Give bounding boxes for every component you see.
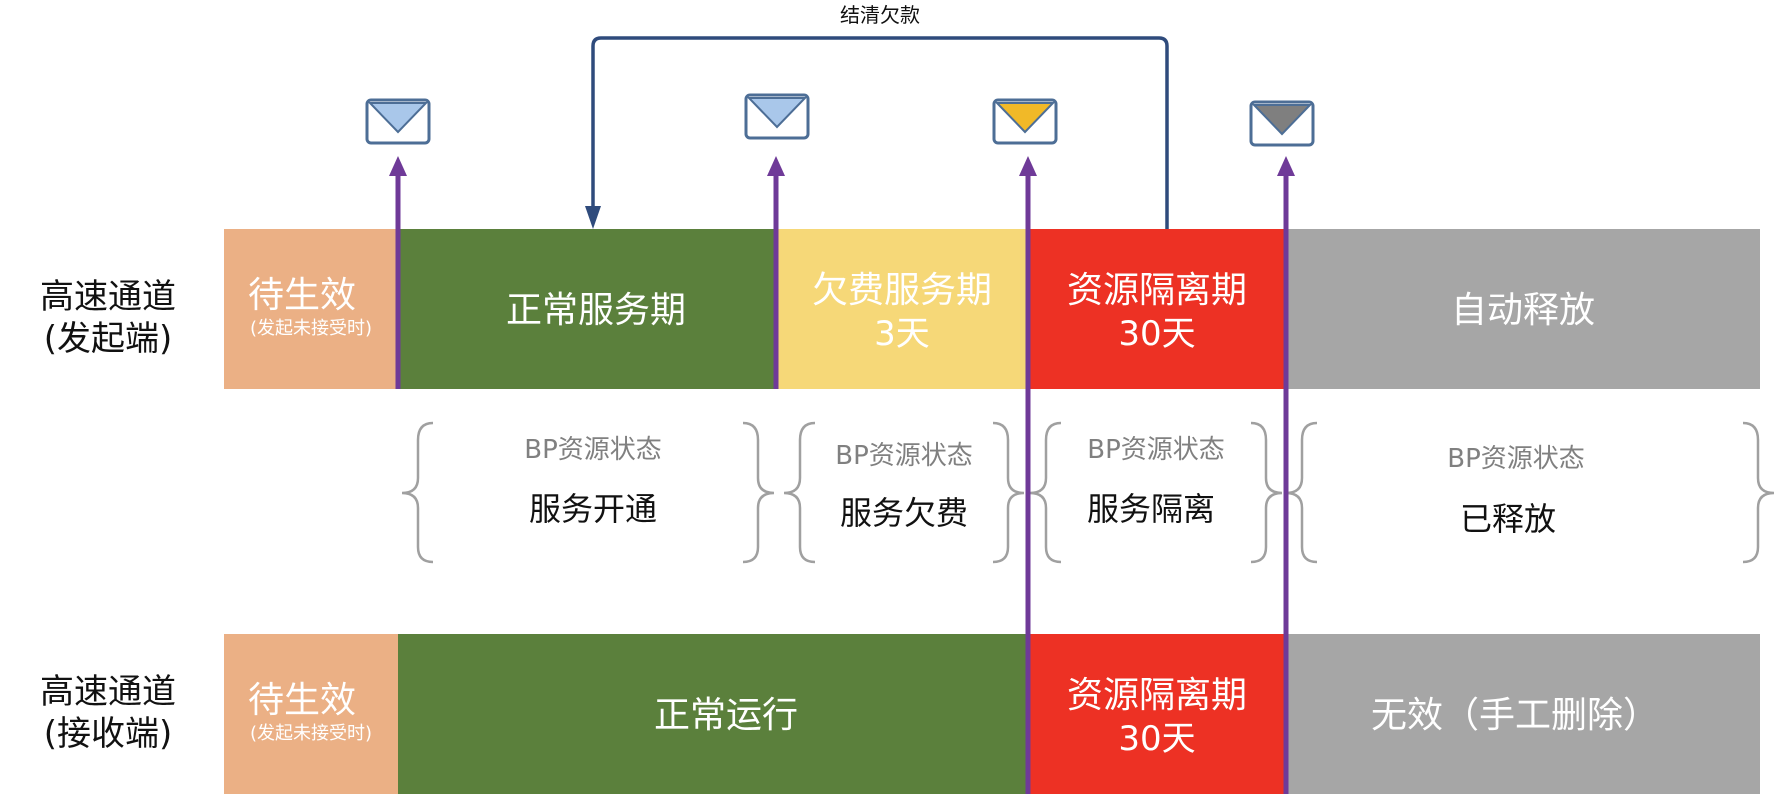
segment-pending-receiver: 待生效 (发起未接受时) [224,634,398,794]
segment-auto-release-title: 自动释放 [1451,290,1595,331]
row-label-initiator-line1: 高速通道 [40,277,176,317]
row-label-initiator-line2: (发起端) [44,319,173,359]
segment-normal-service: 正常服务期 [398,229,776,389]
row-label-receiver-line2: (接收端) [44,714,173,754]
segment-normal-service-title: 正常服务期 [506,290,686,331]
mail-icon [1249,100,1315,147]
notification-arrows [389,156,1295,794]
bp-state-value: 服务欠费 [840,494,968,532]
loop-label: 结清欠款 [840,3,920,27]
segment-resource-isolation-sub: 30天 [1118,314,1195,354]
arrow-arrears-to-isolation [1019,156,1037,794]
segment-resource-isolation-title: 资源隔离期 [1067,270,1247,311]
segment-invalid-manual-delete-title: 无效（手工删除） [1371,695,1659,736]
segment-resource-isolation-receiver-title: 资源隔离期 [1067,675,1247,716]
envelopes [365,93,1315,147]
segment-normal-running: 正常运行 [398,634,1028,794]
segment-pending-sub: (发起未接受时) [250,318,372,339]
row-label-receiver-line1: 高速通道 [40,672,176,712]
bp-caption: BP资源状态 [835,441,973,471]
segment-pending: 待生效 (发起未接受时) [224,229,398,389]
bp-state-service-arrears: BP资源状态 服务欠费 [783,421,1025,564]
segment-resource-isolation-receiver-sub: 30天 [1118,719,1195,759]
arrow-normal-to-arrears [767,156,785,389]
bp-state-value: 服务开通 [529,490,657,528]
arrow-pending-to-normal [389,156,407,389]
segment-arrears-service: 欠费服务期 3天 [776,229,1028,389]
segment-arrears-service-sub: 3天 [874,314,930,354]
bp-state-released: BP资源状态 已释放 [1285,421,1775,564]
mail-icon [744,93,810,140]
initiator-timeline: 待生效 (发起未接受时) 正常服务期 欠费服务期 3天 资源隔离期 30天 自动… [224,229,1760,389]
segment-pending-title: 待生效 [248,275,356,316]
mail-icon [365,98,431,145]
bp-caption: BP资源状态 [524,435,662,465]
bp-state-service-isolation: BP资源状态 服务隔离 [1029,421,1283,564]
segment-pending-receiver-title: 待生效 [248,680,356,721]
segment-arrears-service-title: 欠费服务期 [812,270,992,311]
bp-state-value: 服务隔离 [1087,490,1215,528]
bp-state-service-open: BP资源状态 服务开通 [401,421,775,564]
segment-pending-receiver-sub: (发起未接受时) [250,723,372,744]
mail-icon [992,98,1058,145]
segment-normal-running-title: 正常运行 [654,695,798,736]
segment-invalid-manual-delete: 无效（手工删除） [1286,634,1760,794]
segment-resource-isolation-receiver: 资源隔离期 30天 [1028,634,1286,794]
row-label-initiator: 高速通道 (发起端) [40,277,176,359]
settle-arrears-loop: 结清欠款 [585,3,1169,230]
segment-auto-release: 自动释放 [1286,229,1760,389]
receiver-timeline: 待生效 (发起未接受时) 正常运行 资源隔离期 30天 无效（手工删除） [224,634,1760,794]
arrow-isolation-to-release [1277,156,1295,794]
bp-caption: BP资源状态 [1087,435,1225,465]
segment-resource-isolation: 资源隔离期 30天 [1028,229,1286,389]
bp-state-value: 已释放 [1460,500,1556,538]
row-label-receiver: 高速通道 (接收端) [40,672,176,754]
bp-caption: BP资源状态 [1447,444,1585,474]
